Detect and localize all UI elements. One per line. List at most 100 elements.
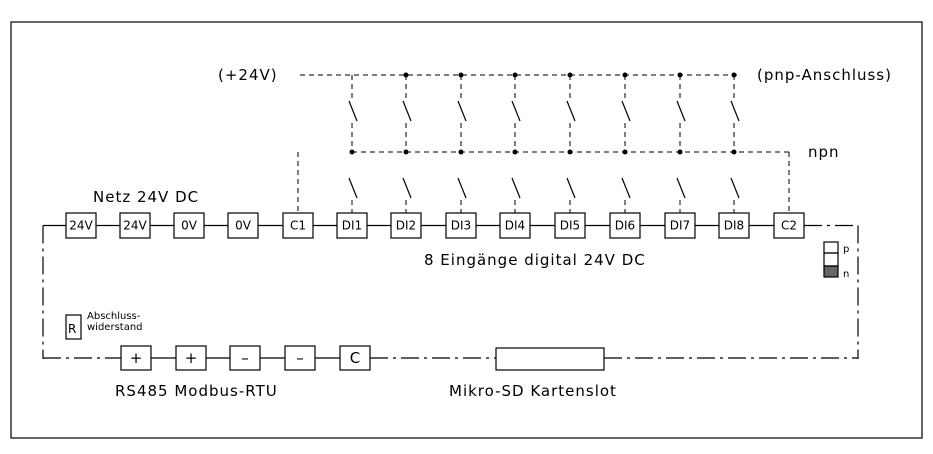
npn-junction-dot	[677, 149, 683, 155]
terminal-box	[284, 345, 316, 371]
pnp-switch-blade	[621, 100, 631, 122]
terminal-di3: DI3	[445, 212, 477, 239]
npn-junction-dot	[622, 149, 628, 155]
switch-n-box	[823, 265, 839, 278]
terminal-label: DI2	[396, 219, 416, 233]
input-switch-pair	[730, 72, 740, 213]
pnp-switch-blade	[676, 100, 686, 122]
terminal-di2: DI2	[390, 212, 422, 239]
npn-junction-dot	[512, 149, 518, 155]
terminal-box	[718, 212, 750, 239]
terminal-box	[390, 212, 422, 239]
pnp-label: (pnp-Anschluss)	[757, 66, 892, 84]
sd-label: Mikro-SD Kartenslot	[449, 382, 617, 400]
input-switch-pair	[566, 72, 576, 213]
terminal-label: DI4	[505, 219, 525, 233]
rs485-terminal: –	[229, 345, 261, 371]
terminal-di4: DI4	[499, 212, 531, 239]
plus-24v-label: (+24V)	[218, 66, 278, 84]
pnp-junction-dot	[458, 72, 464, 78]
terminal-label: DI8	[724, 219, 744, 233]
terminal-box	[227, 212, 259, 239]
input-switch-pair	[348, 75, 358, 213]
pnp-switch-blade	[402, 100, 412, 122]
npn-junction-dot	[458, 149, 464, 155]
terminal-box	[229, 345, 261, 371]
terminal-label: –	[241, 349, 249, 367]
terminal-label: DI1	[342, 219, 362, 233]
npn-junction-dot	[403, 149, 409, 155]
terminal-label: DI6	[615, 219, 635, 233]
terminal-di7: DI7	[664, 212, 696, 239]
npn-switch-blade	[457, 177, 467, 199]
terminal-label: C	[350, 349, 360, 367]
pnp-switch-blade	[566, 100, 576, 122]
pnp-junction-dot	[512, 72, 518, 78]
terminal-label: 0V	[181, 219, 198, 233]
terminal-box	[119, 212, 151, 239]
pnp-junction-dot	[677, 72, 683, 78]
terminal-24v: 24V	[119, 212, 151, 239]
rs485-terminal: +	[120, 345, 152, 371]
terminal-box	[339, 345, 371, 371]
rs485-terminal: +	[175, 345, 207, 371]
terminal-box	[664, 212, 696, 239]
terminal-box	[175, 345, 207, 371]
input-switch-pair	[676, 72, 686, 213]
terminal-box	[120, 345, 152, 371]
wires-layer	[42, 72, 859, 359]
terminal-0v: 0V	[173, 212, 205, 239]
terminal-di6: DI6	[609, 212, 641, 239]
terminal-label: 24V	[123, 219, 147, 233]
pnp-junction-dot	[622, 72, 628, 78]
npn-junction-dot	[567, 149, 573, 155]
input-switch-pair	[402, 72, 412, 213]
rs485-label: RS485 Modbus-RTU	[115, 382, 278, 400]
terminal-label: –	[296, 349, 304, 367]
switch-p-label: p	[843, 244, 849, 255]
inputs-label: 8 Eingänge digital 24V DC	[424, 251, 646, 269]
npn-junction-dot	[731, 149, 737, 155]
terminal-label: C1	[290, 219, 306, 233]
bottom-terminal-row: + + – – C	[120, 345, 371, 371]
terminal-label: 24V	[69, 219, 93, 233]
input-switch-pair	[457, 72, 467, 213]
pnp-switch-blade	[457, 100, 467, 122]
npn-label: npn	[808, 143, 840, 161]
resistor-label: R	[68, 322, 76, 336]
npn-switch-blade	[566, 177, 576, 199]
terminal-box	[445, 212, 477, 239]
pnp-switch-blade	[348, 100, 358, 122]
terminal-box	[554, 212, 586, 239]
terminal-c2: C2	[773, 212, 805, 239]
terminal-label: DI3	[451, 219, 471, 233]
terminal-di5: DI5	[554, 212, 586, 239]
terminal-label: DI7	[670, 219, 690, 233]
npn-junction-dot	[349, 149, 355, 155]
terminal-24v: 24V	[65, 212, 97, 239]
npn-switch-blade	[348, 177, 358, 199]
npn-switch-blade	[730, 177, 740, 199]
pnp-switch-blade	[730, 100, 740, 122]
terminal-box	[282, 212, 314, 239]
netz-label: Netz 24V DC	[93, 188, 199, 206]
npn-switch-blade	[402, 177, 412, 199]
pnp-switch-blade	[511, 100, 521, 122]
terminal-label: +	[130, 349, 143, 367]
pnp-junction-dot	[403, 72, 409, 78]
npn-switch-blade	[511, 177, 521, 199]
terminal-label: +	[185, 349, 198, 367]
input-switch-pair	[621, 72, 631, 213]
sd-slot-box	[495, 347, 605, 371]
rs485-terminal: C	[339, 345, 371, 371]
outer-frame	[10, 21, 923, 439]
pnp-junction-dot	[567, 72, 573, 78]
terminal-c1: C1	[282, 212, 314, 239]
switch-body	[823, 252, 839, 267]
terminal-box	[173, 212, 205, 239]
input-switch-pair	[511, 72, 521, 213]
abschluss-label-1: Abschluss-	[87, 311, 141, 322]
terminal-di1: DI1	[336, 212, 368, 239]
terminal-box	[65, 212, 97, 239]
